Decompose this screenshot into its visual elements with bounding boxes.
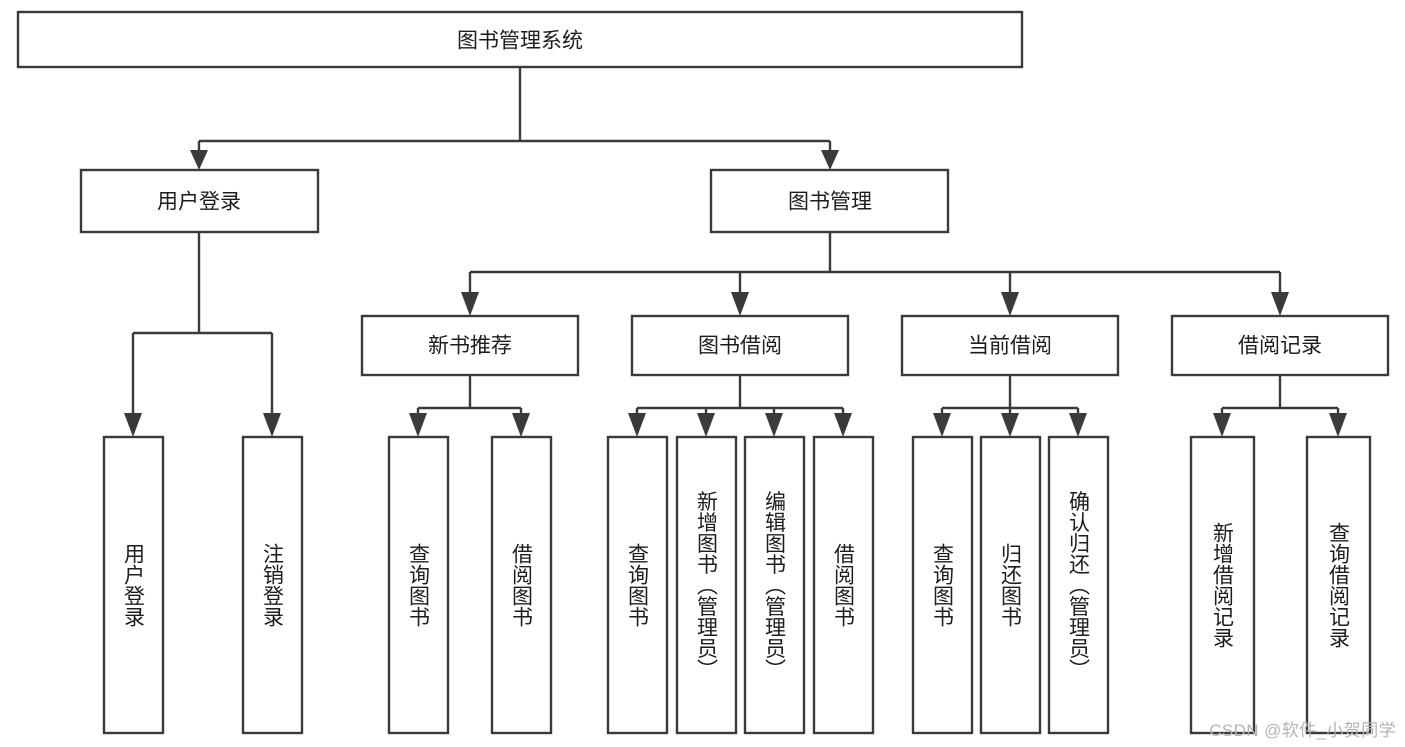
arrow-to-book-management <box>821 150 839 170</box>
node-leaf-logout-login-box[interactable] <box>241 435 304 735</box>
arrow-to-leaf-query-book-2 <box>628 413 646 437</box>
node-leaf-borrow-book-1-label: 借阅图书 <box>510 543 534 627</box>
node-borrow-record-label: 借阅记录 <box>1238 335 1322 358</box>
node-leaf-query-book-2[interactable]: 查询图书 <box>606 435 669 735</box>
node-leaf-borrow-book-1[interactable]: 借阅图书 <box>490 435 553 735</box>
node-leaf-query-book-3-label: 查询图书 <box>931 543 955 627</box>
node-leaf-query-book-3[interactable]: 查询图书 <box>911 435 974 735</box>
node-leaf-borrow-book-2-box[interactable] <box>812 435 875 735</box>
node-current-borrow[interactable]: 当前借阅 <box>900 314 1120 377</box>
node-leaf-query-book-3-box[interactable] <box>911 435 974 735</box>
node-leaf-add-record-label: 新增借阅记录 <box>1211 522 1235 648</box>
arrow-to-user-login <box>190 150 208 170</box>
node-leaf-logout-login[interactable]: 注销登录 <box>241 435 304 735</box>
node-leaf-add-book-box[interactable] <box>675 435 738 735</box>
arrow-to-new-book-recommend <box>461 292 479 316</box>
node-leaf-borrow-book-1-box[interactable] <box>490 435 553 735</box>
node-leaf-add-record-box[interactable] <box>1189 435 1256 735</box>
node-current-borrow-label: 当前借阅 <box>968 335 1052 358</box>
node-user-login[interactable]: 用户登录 <box>79 168 320 234</box>
node-leaf-query-record-box[interactable] <box>1305 435 1372 735</box>
connector-layer <box>124 67 1347 437</box>
node-leaf-return-book[interactable]: 归还图书 <box>979 435 1042 735</box>
node-leaf-user-login[interactable]: 用户登录 <box>102 435 165 735</box>
node-book-borrow-label: 图书借阅 <box>698 335 782 358</box>
arrow-to-leaf-query-book-3 <box>933 413 951 437</box>
node-leaf-edit-book[interactable]: 编辑图书（管理员） <box>743 435 806 735</box>
node-leaf-confirm-return-box[interactable] <box>1047 435 1110 735</box>
node-user-login-label: 用户登录 <box>157 191 241 214</box>
arrow-to-leaf-confirm-return <box>1069 413 1087 437</box>
node-leaf-user-login-label: 用户登录 <box>122 543 146 627</box>
arrow-to-leaf-borrow-book-2 <box>834 413 852 437</box>
arrow-to-leaf-query-record <box>1329 413 1347 437</box>
node-leaf-edit-book-label: 编辑图书（管理员） <box>763 491 787 680</box>
node-leaf-query-book-2-label: 查询图书 <box>626 543 650 627</box>
arrow-to-leaf-edit-book <box>765 413 783 437</box>
node-leaf-query-book-1-box[interactable] <box>387 435 450 735</box>
arrow-to-current-borrow <box>1001 292 1019 316</box>
node-leaf-query-record[interactable]: 查询借阅记录 <box>1305 435 1372 735</box>
node-current-borrow-box[interactable] <box>900 314 1120 377</box>
node-borrow-record-box[interactable] <box>1170 314 1390 377</box>
arrow-to-book-borrow <box>731 292 749 316</box>
node-leaf-borrow-book-2-label: 借阅图书 <box>832 543 856 627</box>
arrow-to-leaf-add-record <box>1213 413 1231 437</box>
node-leaf-query-record-label: 查询借阅记录 <box>1327 522 1351 648</box>
node-root-box[interactable] <box>16 10 1024 69</box>
node-root[interactable]: 图书管理系统 <box>16 10 1024 69</box>
node-leaf-add-book-label: 新增图书（管理员） <box>695 491 719 680</box>
arrow-to-borrow-record <box>1271 292 1289 316</box>
node-book-management-box[interactable] <box>709 168 950 234</box>
node-book-management[interactable]: 图书管理 <box>709 168 950 234</box>
node-borrow-record[interactable]: 借阅记录 <box>1170 314 1390 377</box>
arrow-to-leaf-logout-login <box>263 413 281 437</box>
arrow-to-leaf-add-book <box>697 413 715 437</box>
node-leaf-borrow-book-2[interactable]: 借阅图书 <box>812 435 875 735</box>
node-new-book-recommend-label: 新书推荐 <box>428 335 512 358</box>
arrow-to-leaf-borrow-book-1 <box>512 413 530 437</box>
node-leaf-user-login-box[interactable] <box>102 435 165 735</box>
node-leaf-query-book-1-label: 查询图书 <box>407 543 431 627</box>
arrow-to-leaf-return-book <box>1001 413 1019 437</box>
node-book-borrow[interactable]: 图书借阅 <box>630 314 850 377</box>
node-user-login-box[interactable] <box>79 168 320 234</box>
node-leaf-add-book[interactable]: 新增图书（管理员） <box>675 435 738 735</box>
arrow-to-leaf-user-login <box>124 413 142 437</box>
node-leaf-edit-book-box[interactable] <box>743 435 806 735</box>
node-leaf-query-book-1[interactable]: 查询图书 <box>387 435 450 735</box>
node-book-management-label: 图书管理 <box>788 191 872 214</box>
node-leaf-return-book-label: 归还图书 <box>999 543 1023 627</box>
node-leaf-return-book-box[interactable] <box>979 435 1042 735</box>
node-new-book-recommend-box[interactable] <box>360 314 580 377</box>
node-leaf-query-book-2-box[interactable] <box>606 435 669 735</box>
node-book-borrow-box[interactable] <box>630 314 850 377</box>
node-root-label: 图书管理系统 <box>457 30 583 53</box>
csdn-watermark: CSDN @软件_小贺同学 <box>1209 721 1396 740</box>
node-leaf-confirm-return[interactable]: 确认归还（管理员） <box>1047 435 1110 735</box>
node-new-book-recommend[interactable]: 新书推荐 <box>360 314 580 377</box>
node-leaf-logout-login-label: 注销登录 <box>261 543 285 627</box>
node-leaf-confirm-return-label: 确认归还（管理员） <box>1067 491 1091 680</box>
arrow-to-leaf-query-book-1 <box>409 413 427 437</box>
node-leaf-add-record[interactable]: 新增借阅记录 <box>1189 435 1256 735</box>
